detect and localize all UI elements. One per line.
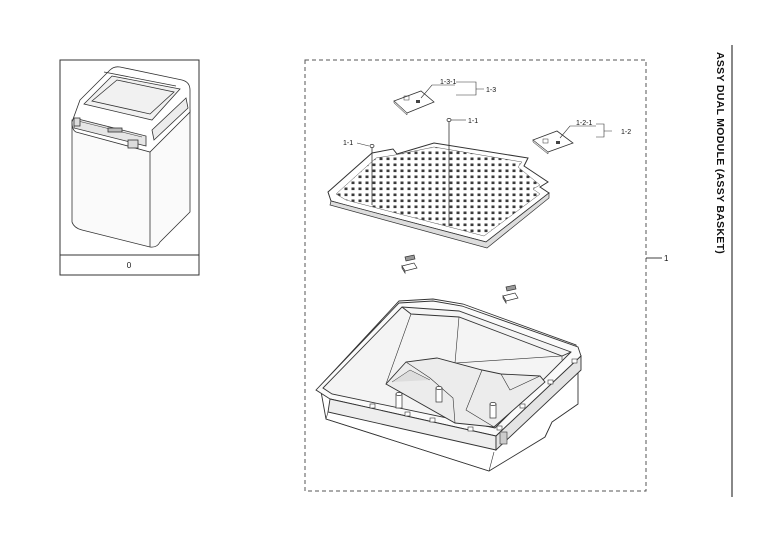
main-callout-label: 1 — [664, 254, 669, 263]
assembly-dashed-box — [304, 59, 647, 492]
bracket-1-2 — [596, 123, 612, 138]
clip-left — [401, 254, 418, 275]
perforated-plate — [327, 142, 550, 249]
clip-right — [502, 284, 519, 305]
callout-1-3-1: 1-3-1 — [440, 79, 456, 86]
reference-box-label: 0 — [127, 261, 132, 270]
screw-left — [369, 143, 375, 205]
callout-1-1-left: 1-1 — [343, 140, 353, 147]
washing-machine-illustration — [71, 66, 191, 248]
callout-1-3: 1-3 — [486, 87, 496, 94]
screw-right — [446, 118, 452, 226]
cover-part-1-3 — [393, 90, 435, 116]
sheet-title: ASSY DUAL MODULE (ASSY BASKET) — [714, 52, 726, 255]
bracket-1-3 — [456, 81, 484, 96]
leader-1-2-1 — [559, 125, 596, 139]
basket-tub — [315, 298, 582, 472]
callout-1-2: 1-2 — [621, 129, 631, 136]
cover-part-1-2 — [532, 130, 574, 155]
callout-1-2-1: 1-2-1 — [576, 120, 592, 127]
reference-box — [59, 59, 200, 276]
leader-1-3-1 — [420, 84, 455, 99]
callout-1-1-right: 1-1 — [468, 118, 478, 125]
leader-1-1-left — [356, 142, 370, 147]
